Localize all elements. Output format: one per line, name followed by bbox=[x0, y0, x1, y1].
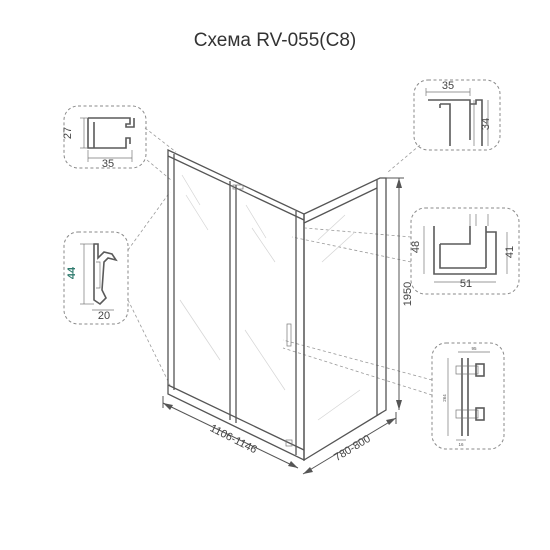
profile-top-left-height: 27 bbox=[62, 127, 74, 139]
door-width-label: 1106-1146 bbox=[208, 422, 259, 456]
profile-top-left bbox=[63, 105, 147, 169]
profile-top-right-width: 35 bbox=[442, 80, 454, 92]
door-width-line bbox=[162, 402, 299, 469]
height-label: 1950 bbox=[402, 282, 414, 306]
profile-mid-left-height: 44 bbox=[66, 266, 78, 279]
profile-bottom-right-top: 95 bbox=[471, 346, 477, 351]
side-width-label: 780-800 bbox=[332, 433, 373, 464]
dimension-lines bbox=[162, 177, 404, 475]
profile-bottom-right bbox=[431, 342, 505, 450]
page-title: Схема RV-055(C8) bbox=[193, 30, 357, 51]
shower-enclosure bbox=[167, 148, 387, 462]
profile-mid-right bbox=[410, 207, 520, 295]
profile-mid-right-width: 51 bbox=[460, 278, 472, 290]
profile-mid-left-width: 20 bbox=[98, 310, 110, 322]
profile-top-right-height: 34 bbox=[480, 118, 492, 130]
profile-mid-right-left-height: 48 bbox=[410, 241, 422, 253]
profile-mid-right-right-height: 41 bbox=[504, 246, 516, 258]
profile-mid-left bbox=[63, 231, 129, 325]
door-handle bbox=[286, 323, 292, 347]
profile-bottom-right-side: 264 bbox=[442, 394, 447, 402]
profile-top-right bbox=[413, 79, 501, 151]
profile-bottom-right-bottom: 16 bbox=[458, 442, 464, 447]
leader-lines bbox=[127, 127, 433, 396]
side-width-line bbox=[302, 417, 397, 475]
profile-top-left-width: 35 bbox=[102, 158, 114, 170]
